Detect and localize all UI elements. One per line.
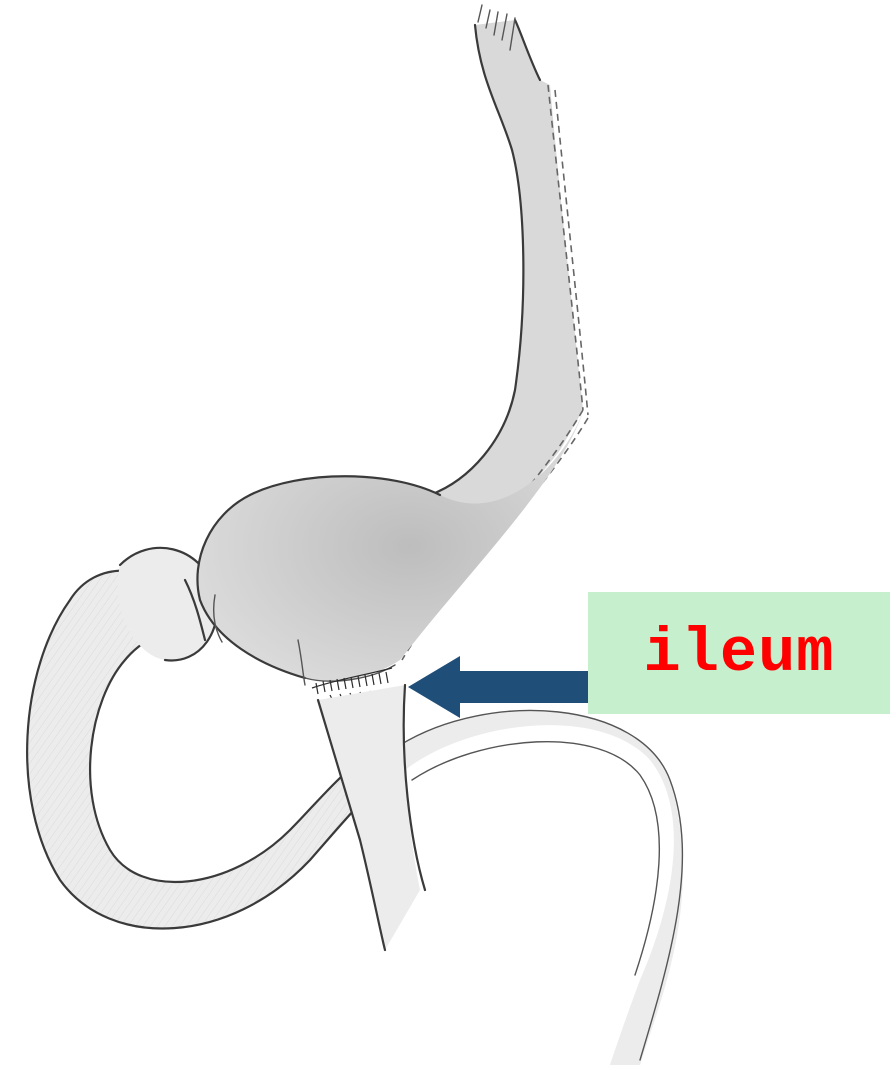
label-box: ileum [588,592,890,714]
lower-bowel-loop [400,710,683,1065]
pointer-arrow [408,656,588,718]
ileum-label: ileum [643,618,834,689]
